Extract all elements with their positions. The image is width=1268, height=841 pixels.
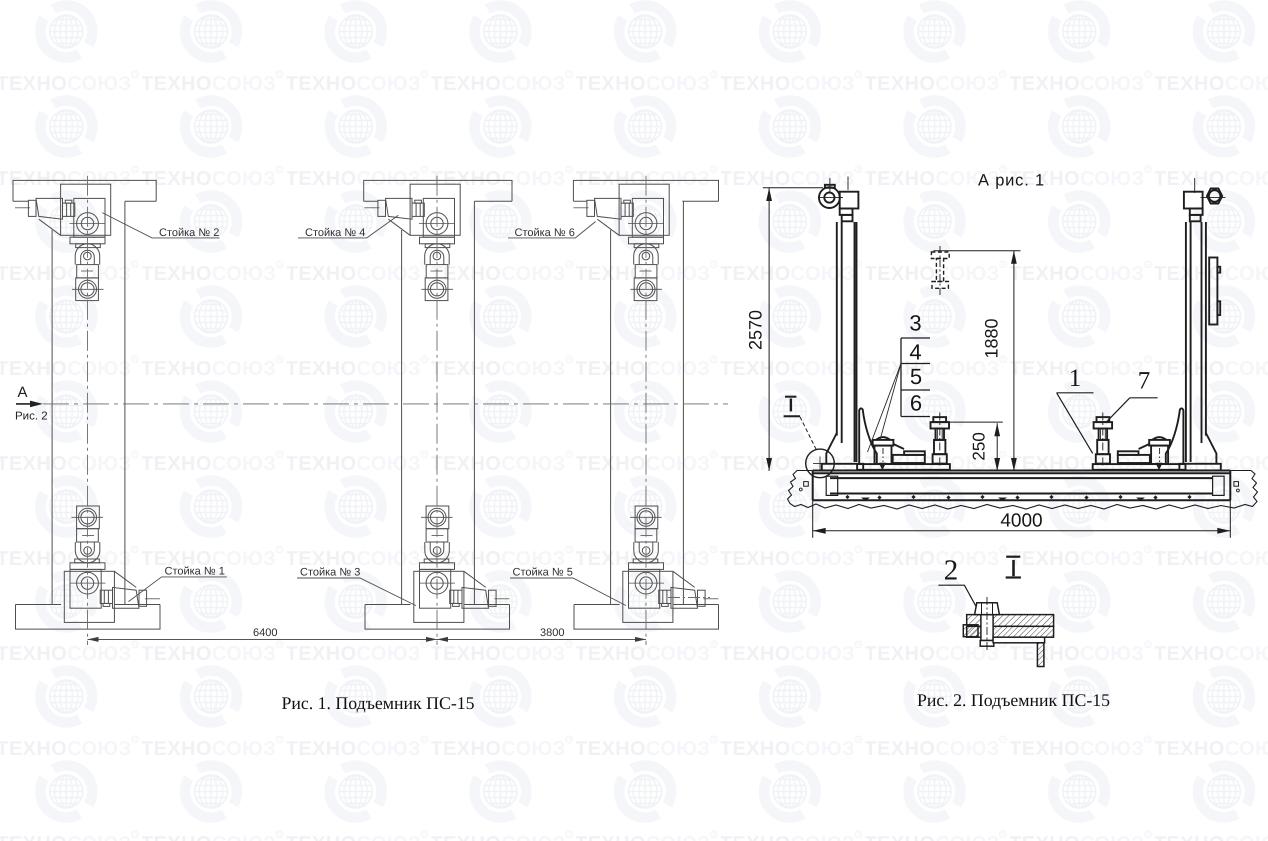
svg-text:1: 1 [1069, 365, 1082, 392]
svg-text:7: 7 [1138, 368, 1151, 395]
svg-text:4000: 4000 [1000, 511, 1042, 532]
svg-text:6400: 6400 [253, 627, 277, 639]
svg-text:Стойка № 2: Стойка № 2 [159, 227, 219, 239]
svg-text:Рис. 1. Подъемник ПС-15: Рис. 1. Подъемник ПС-15 [281, 693, 474, 713]
svg-text:4: 4 [909, 340, 921, 365]
svg-text:2570: 2570 [746, 310, 766, 350]
svg-text:2: 2 [944, 555, 959, 587]
svg-text:6: 6 [910, 391, 922, 416]
svg-text:3: 3 [909, 311, 921, 336]
svg-text:Рис. 2. Подъемник ПС-15: Рис. 2. Подъемник ПС-15 [917, 690, 1110, 710]
svg-text:Стойка № 5: Стойка № 5 [513, 567, 573, 579]
svg-text:250: 250 [970, 432, 989, 460]
svg-text:Рис. 2: Рис. 2 [15, 411, 48, 423]
svg-text:Стойка № 1: Стойка № 1 [165, 566, 225, 578]
svg-text:3800: 3800 [540, 627, 564, 639]
svg-text:Стойка № 4: Стойка № 4 [305, 227, 365, 239]
svg-text:1880: 1880 [982, 318, 1002, 358]
svg-text:5: 5 [910, 364, 922, 389]
svg-text:А рис. 1: А рис. 1 [978, 172, 1045, 190]
svg-text:А: А [18, 384, 28, 401]
svg-text:Стойка № 6: Стойка № 6 [515, 227, 575, 239]
svg-text:Стойка № 3: Стойка № 3 [300, 567, 360, 579]
